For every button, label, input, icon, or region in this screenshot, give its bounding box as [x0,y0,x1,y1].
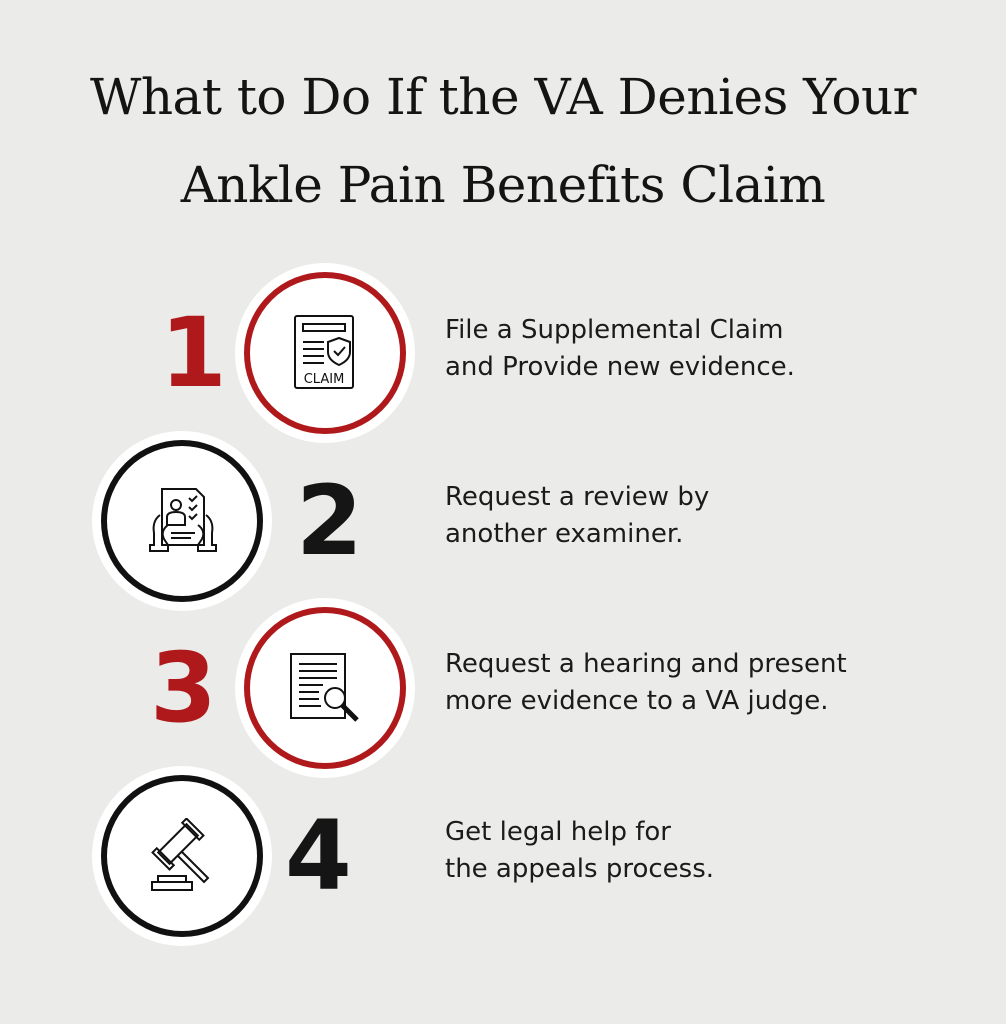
step-3-circle [235,598,415,778]
page-title-line-1: What to Do If the VA Denies Your [89,68,917,126]
document-magnifier-icon [290,653,359,722]
step-4-number: 4 [285,800,352,912]
page-title-line-2: Ankle Pain Benefits Claim [180,156,826,214]
step-1-line-1: File a Supplemental Claim [445,315,784,345]
step-1-number: 1 [160,297,227,409]
step-1-line-2: and Provide new evidence. [445,352,795,382]
step-2-line-1: Request a review by [445,482,710,512]
claim-document-shield-icon: CLAIM [294,315,354,389]
step-4-line-1: Get legal help for [445,817,671,847]
gavel-icon [151,818,210,891]
step-4-circle [92,766,272,946]
step-3-line-2: more evidence to a VA judge. [445,686,829,716]
step-2-line-2: another examiner. [445,519,684,549]
step-2-number: 2 [296,465,363,577]
step-2-text: Request a review by another examiner. [445,479,709,553]
step-3-number: 3 [150,632,217,744]
step-2-circle [92,431,272,611]
step-3-text: Request a hearing and present more evide… [445,646,847,720]
step-1-text: File a Supplemental Claim and Provide ne… [445,312,795,386]
step-1-circle: CLAIM [235,263,415,443]
hands-holding-profile-document-icon [149,488,217,552]
svg-text:CLAIM: CLAIM [304,372,345,387]
step-4-text: Get legal help for the appeals process. [445,814,714,888]
step-3-line-1: Request a hearing and present [445,649,847,679]
step-4-line-2: the appeals process. [445,854,715,884]
